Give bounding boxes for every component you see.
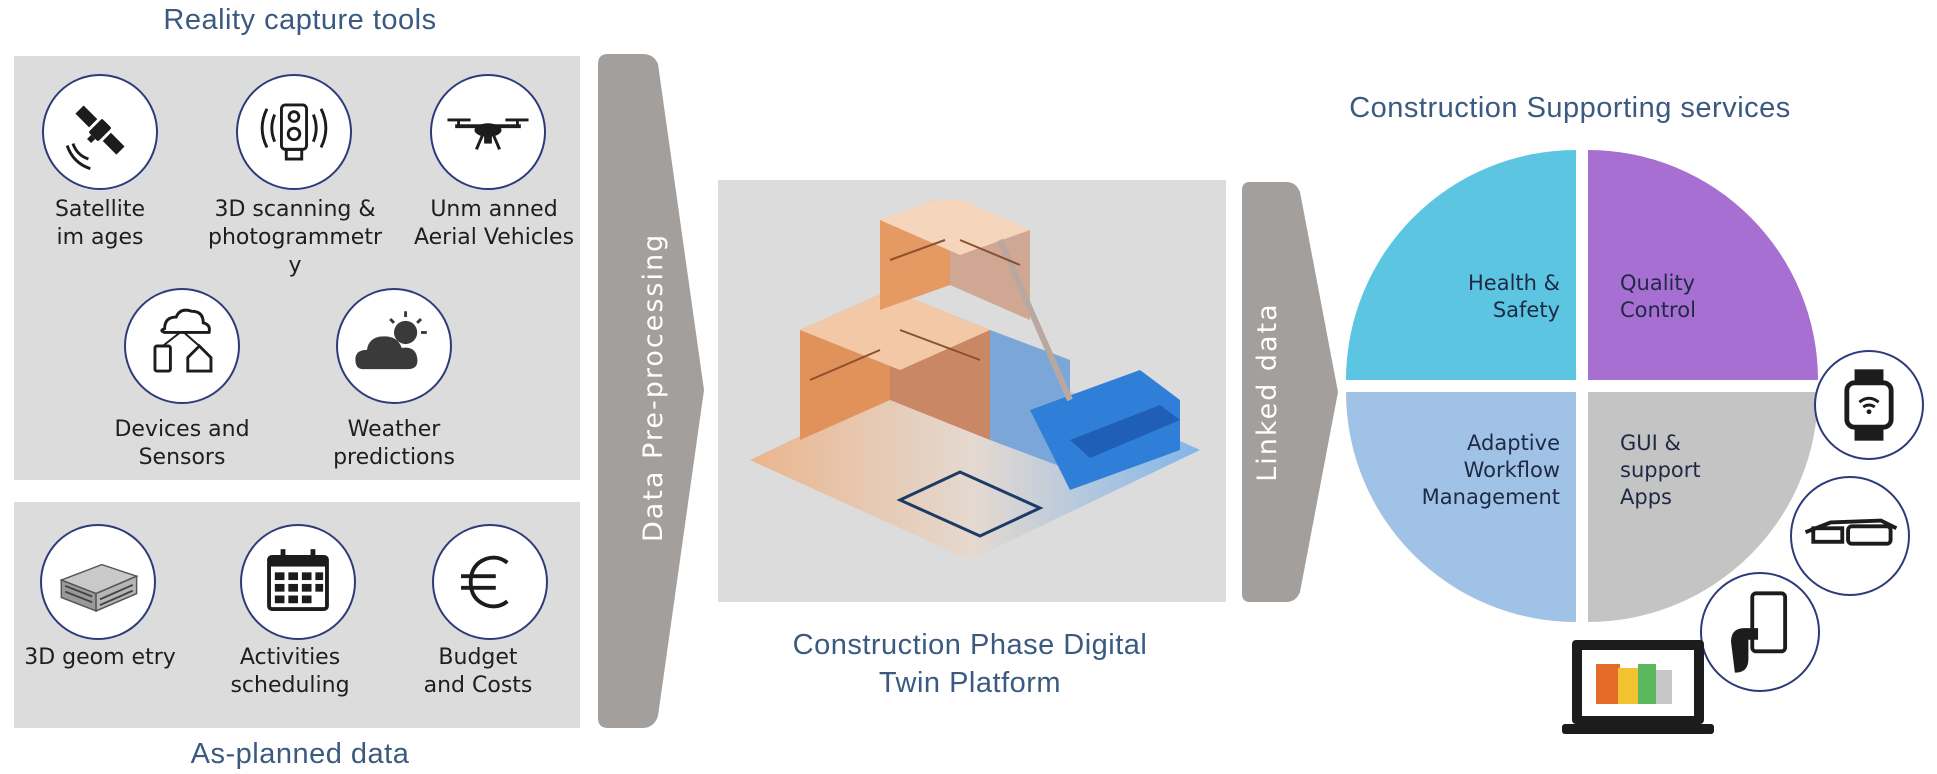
smartwatch-icon (1814, 350, 1924, 460)
smart-glasses-icon (1790, 476, 1910, 596)
adaptive-workflow-label: Adaptive Workflow Management (1421, 431, 1560, 509)
weather-label: Weather predictions (333, 417, 455, 470)
reality-capture-title: Reality capture tools (163, 4, 437, 36)
services-circle (1346, 150, 1818, 622)
euro-icon (432, 524, 548, 640)
drone-icon (430, 74, 546, 190)
gui-apps-label: GUI & support Apps (1620, 431, 1701, 509)
health-safety-label: Health & Safety (1467, 271, 1560, 322)
gui-apps-quadrant (1588, 392, 1818, 622)
iot-devices-icon (124, 288, 240, 404)
platform-title: Construction Phase Digital Twin Platform (792, 629, 1148, 699)
preprocessing-arrow (598, 54, 704, 728)
services-title: Construction Supporting services (1349, 92, 1791, 124)
adaptive-workflow-quadrant (1346, 392, 1576, 622)
linked-data-label: Linked data (1252, 302, 1283, 482)
quality-control-label: Quality Control (1620, 271, 1696, 322)
budget-label: Budget and Costs (423, 645, 533, 698)
smartphone-icon (1700, 572, 1820, 692)
as-planned-title: As-planned data (190, 738, 410, 770)
digital-twin-building-illustration (750, 200, 1200, 560)
satellite-icon (42, 74, 158, 190)
building-model-icon (40, 524, 156, 640)
drone-label: Unm anned Aerial Vehicles (413, 197, 575, 250)
calendar-icon (240, 524, 356, 640)
quality-control-quadrant (1588, 150, 1818, 380)
laptop-icon (1562, 640, 1714, 734)
satellite-label: Satellite im ages (54, 197, 146, 250)
preprocessing-label: Data Pre-processing (638, 232, 669, 542)
scanner-icon (236, 74, 352, 190)
devices-label: Devices and Sensors (114, 417, 250, 470)
health-safety-quadrant (1346, 150, 1576, 380)
scanner-label: 3D scanning & photogrammetr y (207, 197, 382, 278)
linked-data-arrow (1242, 182, 1338, 602)
geometry-label: 3D geom etry (24, 645, 176, 670)
scheduling-label: Activities scheduling (230, 645, 350, 698)
weather-icon (336, 288, 452, 404)
